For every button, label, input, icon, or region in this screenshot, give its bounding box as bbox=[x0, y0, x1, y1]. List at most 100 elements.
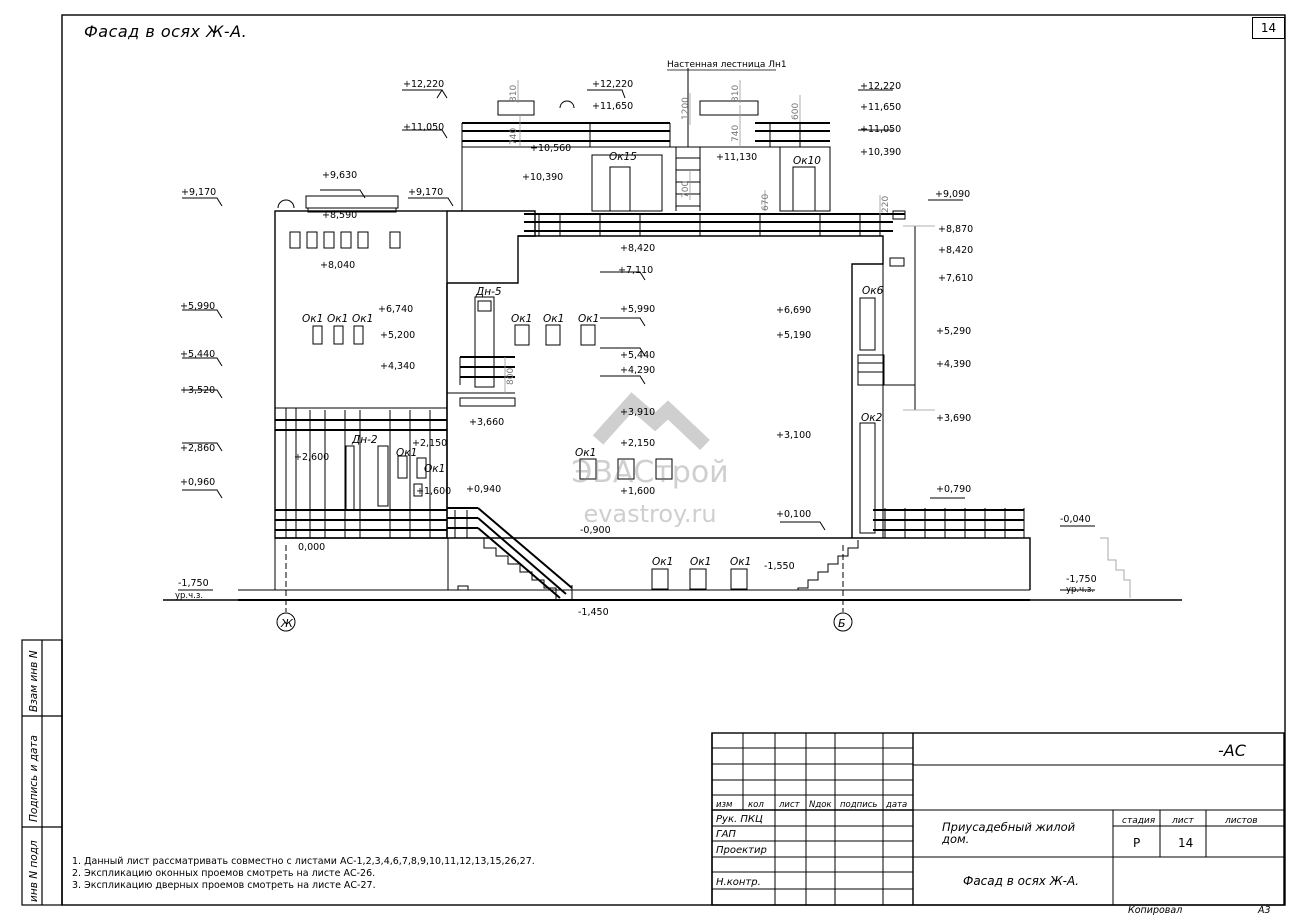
doc-code: -АС bbox=[1218, 741, 1247, 760]
elev-mark: +9,170 bbox=[408, 187, 443, 198]
elev-mark: +5,440 bbox=[180, 349, 215, 360]
role: Проектир bbox=[716, 845, 767, 856]
col-header: кол bbox=[748, 800, 764, 810]
dim-value: 740 bbox=[731, 125, 741, 142]
note-1: 1. Данный лист рассматривать совместно с… bbox=[72, 856, 535, 867]
stage-label: стадия bbox=[1122, 816, 1156, 826]
elev-mark: +11,650 bbox=[592, 101, 633, 112]
elev-mark: +11,130 bbox=[716, 152, 757, 163]
project-name-block: Приусадебный жилой дом. bbox=[942, 821, 1102, 845]
format-label: А3 bbox=[1258, 905, 1271, 916]
elev-mark: +2,150 bbox=[620, 438, 655, 449]
elevation-mark-symbols bbox=[178, 89, 1095, 591]
dim-value: 670 bbox=[761, 194, 771, 211]
col-header: Nдок bbox=[809, 800, 832, 810]
ground-label: ур.ч.з. bbox=[1066, 585, 1094, 595]
elev-mark: +10,560 bbox=[530, 143, 571, 154]
elev-mark: 0,000 bbox=[298, 542, 325, 553]
elev-mark: +5,990 bbox=[180, 301, 215, 312]
elev-mark: +11,050 bbox=[860, 124, 901, 135]
dim-value: 1200 bbox=[681, 97, 691, 120]
elev-mark: +2,600 bbox=[294, 452, 329, 463]
role: ГАП bbox=[716, 829, 736, 840]
watermark-url: evastroy.ru bbox=[583, 500, 716, 528]
elev-mark: +3,100 bbox=[776, 430, 811, 441]
note-3: 3. Экспликацию дверных проемов смотреть … bbox=[72, 880, 376, 891]
opening-label: Ок1 bbox=[396, 447, 417, 459]
elev-mark: +2,860 bbox=[180, 443, 215, 454]
door-dn5 bbox=[474, 296, 495, 388]
stair-callout: Настенная лестница Лн1 bbox=[667, 60, 787, 70]
dim-value: 740 bbox=[509, 128, 519, 145]
axis-label-zh: Ж bbox=[280, 617, 294, 630]
opening-label: Ок2 bbox=[861, 412, 883, 424]
elev-mark: +9,170 bbox=[181, 187, 216, 198]
sheet-title: Фасад в осях Ж-А. bbox=[963, 874, 1079, 888]
role: Рук. ПКЦ bbox=[716, 814, 763, 825]
elev-mark: +1,600 bbox=[416, 486, 451, 497]
right-side-block bbox=[857, 226, 916, 538]
roof-railing bbox=[524, 210, 906, 236]
elev-mark: +3,910 bbox=[620, 407, 655, 418]
ground-label: ур.ч.з. bbox=[175, 591, 203, 601]
elev-mark: -0,040 bbox=[1060, 514, 1091, 525]
opening-label: Ок1 bbox=[578, 313, 599, 325]
watermark: ЭВАСтрой evastroy.ru bbox=[571, 392, 729, 528]
elev-mark: +12,220 bbox=[403, 79, 444, 90]
title-block bbox=[711, 732, 1285, 906]
col-header: изм bbox=[716, 800, 733, 810]
wall-ladder bbox=[675, 68, 701, 211]
elev-mark: -1,750 bbox=[1066, 574, 1097, 585]
elev-mark: +0,940 bbox=[466, 484, 501, 495]
elev-mark: +0,100 bbox=[776, 509, 811, 520]
opening-label: Ок1 bbox=[543, 313, 564, 325]
entrance-stair bbox=[447, 507, 573, 600]
elev-mark: -0,900 bbox=[580, 525, 611, 536]
general-notes: 1. Данный лист рассматривать совместно с… bbox=[72, 856, 535, 892]
facade-elevation bbox=[163, 68, 1182, 632]
elev-mark: +10,390 bbox=[522, 172, 563, 183]
role: Н.контр. bbox=[716, 877, 761, 888]
opening-label: Ок1 bbox=[575, 447, 596, 459]
opening-label: Ок10 bbox=[793, 155, 821, 167]
elev-mark: +12,220 bbox=[592, 79, 633, 90]
axis-label-b: Б bbox=[838, 617, 846, 630]
col-header: подпись bbox=[840, 800, 877, 810]
stamp-sign: Подпись и дата bbox=[28, 735, 40, 822]
elev-mark: +5,440 bbox=[620, 350, 655, 361]
opening-label: Ок6 bbox=[862, 285, 884, 297]
elev-mark: +0,790 bbox=[936, 484, 971, 495]
elev-mark: +4,390 bbox=[936, 359, 971, 370]
elev-mark: +6,690 bbox=[776, 305, 811, 316]
opening-label: Дн-5 bbox=[475, 286, 502, 298]
opening-label: Ок1 bbox=[352, 313, 373, 325]
note-2: 2. Экспликацию оконных проемов смотреть … bbox=[72, 868, 376, 879]
elev-mark: +7,610 bbox=[938, 273, 973, 284]
project-name-text: Приусадебный жилой дом. bbox=[942, 820, 1076, 846]
stamp-inv: инв N подл bbox=[28, 840, 40, 902]
dimension-numbers: 310 310 600 740 740 1200 700 670 220 800 bbox=[506, 85, 891, 385]
elev-mark: +9,090 bbox=[935, 189, 970, 200]
opening-label: Ок1 bbox=[302, 313, 323, 325]
opening-label: Ок1 bbox=[652, 556, 673, 568]
opening-label: Ок15 bbox=[609, 151, 637, 163]
elev-mark: +4,290 bbox=[620, 365, 655, 376]
elev-mark: +3,660 bbox=[469, 417, 504, 428]
dim-value: 220 bbox=[881, 196, 891, 213]
elev-mark: +0,960 bbox=[180, 477, 215, 488]
dim-value: 600 bbox=[791, 103, 801, 120]
elev-mark: +10,390 bbox=[860, 147, 901, 158]
dim-value: 700 bbox=[681, 181, 691, 198]
roof-superstructure bbox=[461, 100, 831, 212]
elev-mark: +6,740 bbox=[378, 304, 413, 315]
elev-mark: +8,420 bbox=[620, 243, 655, 254]
elev-mark: +8,040 bbox=[320, 260, 355, 271]
elev-mark: +9,630 bbox=[322, 170, 357, 181]
elev-mark: +3,690 bbox=[936, 413, 971, 424]
elev-mark: +5,290 bbox=[936, 326, 971, 337]
dim-value: 310 bbox=[731, 85, 741, 102]
elev-mark: +7,110 bbox=[618, 265, 653, 276]
elev-mark: +4,340 bbox=[380, 361, 415, 372]
elev-mark: -1,450 bbox=[578, 607, 609, 618]
